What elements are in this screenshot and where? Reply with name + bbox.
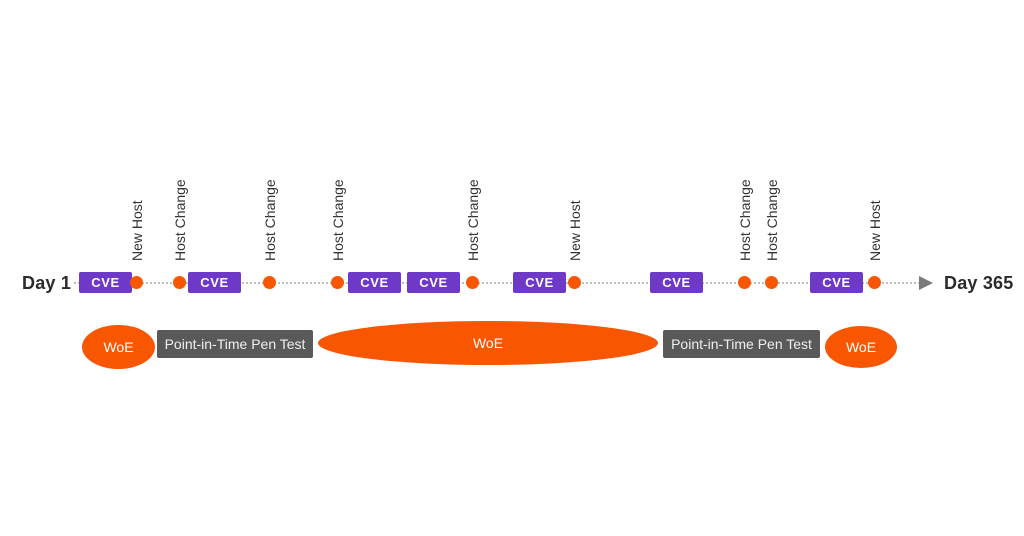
event-label: Host Change [737, 179, 753, 261]
cve-box: CVE [650, 272, 703, 293]
cve-box: CVE [348, 272, 401, 293]
event-label: Host Change [764, 179, 780, 261]
pen-test-box: Point-in-Time Pen Test [663, 330, 820, 358]
cve-box: CVE [79, 272, 132, 293]
event-dot [738, 276, 751, 289]
event-dot [130, 276, 143, 289]
event-dot [263, 276, 276, 289]
woe-ellipse: WoE [318, 321, 658, 365]
event-dot [173, 276, 186, 289]
event-label: Host Change [262, 179, 278, 261]
cve-box: CVE [513, 272, 566, 293]
woe-ellipse: WoE [82, 325, 155, 369]
event-label: New Host [567, 200, 583, 261]
event-dot [765, 276, 778, 289]
event-dot [466, 276, 479, 289]
event-label: Host Change [465, 179, 481, 261]
timeline-arrow-icon [919, 276, 933, 290]
event-label: New Host [129, 200, 145, 261]
woe-ellipse: WoE [825, 326, 897, 368]
cve-box: CVE [810, 272, 863, 293]
event-dot [331, 276, 344, 289]
timeline-start-label: Day 1 [22, 273, 72, 293]
timeline-end-label: Day 365 [944, 273, 1014, 293]
cve-box: CVE [188, 272, 241, 293]
pen-test-box: Point-in-Time Pen Test [157, 330, 313, 358]
timeline-dotted-line [74, 282, 920, 284]
event-dot [568, 276, 581, 289]
event-label: New Host [867, 200, 883, 261]
event-label: Host Change [172, 179, 188, 261]
event-label: Host Change [330, 179, 346, 261]
event-dot [868, 276, 881, 289]
cve-box: CVE [407, 272, 460, 293]
